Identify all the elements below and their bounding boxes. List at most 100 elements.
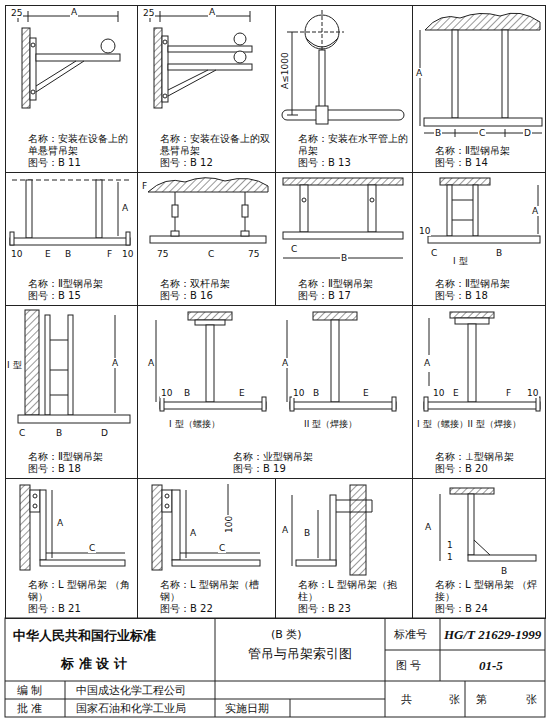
b22-drawing-part <box>172 490 180 560</box>
b20-drawing-part <box>424 402 540 409</box>
caption-block: 名称：安装在水平管上的吊架图号：B 13 <box>276 133 412 169</box>
dimension-label: B <box>55 428 63 438</box>
caption-text: 图号：B 13 <box>298 157 409 169</box>
b14-drawing-part <box>505 129 506 137</box>
title-block-text: 实施日期 <box>224 702 270 715</box>
title-block-text: (B 类) <box>270 628 303 641</box>
caption-text: 名称：Ⅱ型钢吊架 <box>435 278 542 290</box>
caption-text: 图号：B 17 <box>298 290 409 302</box>
b14-drawing-part <box>502 30 508 118</box>
b16-drawing-part <box>148 178 268 192</box>
title-block-text: 图 号 <box>395 659 423 672</box>
dimension-label: B <box>495 248 503 258</box>
drawing-cell: 名称：Ⅱ型钢吊架图号：B 18 <box>5 305 138 479</box>
title-block-text: 标准号 <box>393 628 428 641</box>
b18-type1-drawing-part <box>25 310 39 415</box>
title-block-grid <box>5 618 545 717</box>
b11-drawing-part <box>101 39 115 53</box>
dimension-label: 10 <box>526 388 539 398</box>
b19-drawing-part <box>160 397 164 411</box>
b15-drawing-part <box>96 180 102 238</box>
caption-block: 名称：Ⅱ型钢吊架图号：B 15 <box>6 278 137 302</box>
dimension-label: C <box>207 249 215 259</box>
caption-text: 名称：安装在水平管上的吊架 <box>298 133 409 157</box>
b13-drawing-part <box>316 106 328 124</box>
caption-block: 名称：Ⅱ型钢吊架图号：B 14 <box>413 145 545 169</box>
b23-drawing <box>292 485 372 575</box>
b21-drawing-part <box>40 560 125 566</box>
b11-drawing-part <box>30 38 36 100</box>
drawing-cell: 名称：Ⅱ型钢吊架图号：B 18 <box>412 172 546 306</box>
caption-text: 名称：安装在设备上的双悬臂吊架 <box>160 133 272 157</box>
dimension-label: 10 <box>10 249 23 259</box>
b13-drawing-part <box>282 110 404 120</box>
b24-drawing-part <box>468 555 536 561</box>
b12-drawing-part <box>234 33 246 45</box>
b18-type1-drawing-part <box>45 315 50 415</box>
b15-drawing-part <box>126 232 130 245</box>
dimension-label: B <box>303 528 311 538</box>
b12-drawing-part <box>154 28 162 108</box>
b15-drawing-part <box>118 182 119 236</box>
title-block-text: 共 <box>400 693 413 706</box>
b14-drawing-part <box>455 129 456 137</box>
b19-drawing-part <box>313 312 357 320</box>
b12-drawing-part <box>163 94 167 98</box>
dimension-label: E <box>452 388 460 398</box>
dimension-label: E <box>362 388 370 398</box>
drawing-cell: 名称：Ⅱ型钢吊架图号：B 14 <box>412 5 546 173</box>
b12-drawing <box>150 11 252 108</box>
b20-drawing-part <box>455 318 489 324</box>
drawing-cell: 名称：安装在设备上的双悬臂吊架图号：B 12 <box>137 5 276 173</box>
b21-drawing-part <box>46 553 125 554</box>
b20-drawing <box>424 312 540 411</box>
dimension-label: A <box>189 528 197 538</box>
b15-drawing-part <box>10 238 130 245</box>
b23-drawing-part <box>296 560 336 566</box>
b21-drawing-part <box>20 485 30 570</box>
b19-drawing <box>156 312 396 411</box>
b24-drawing <box>440 488 536 561</box>
b14-drawing-part <box>424 118 542 126</box>
dimension-label: I 型 <box>452 256 469 266</box>
b11-drawing-part <box>28 11 29 22</box>
b22-drawing-part <box>165 494 169 498</box>
b18-drawing-part <box>428 236 540 243</box>
caption-text: 名称：Ⅱ型钢吊架 <box>435 145 542 157</box>
dimension-label: C <box>218 543 226 553</box>
title-block-text: 标 准 设 计 <box>60 656 128 671</box>
dimension-label: 1 <box>446 540 454 550</box>
caption-block: 名称：业型钢吊架图号：B 19 <box>138 451 412 475</box>
drawing-cell: 名称：Ⅱ型钢吊架图号：B 17 <box>275 172 413 306</box>
b14-drawing-part <box>425 13 540 30</box>
b17-drawing-part <box>302 198 306 202</box>
caption-block: 名称：双杆吊架图号：B 16 <box>138 278 275 302</box>
b12-drawing-part <box>250 11 251 22</box>
b13-drawing <box>282 10 404 124</box>
dimension-label: D <box>523 128 532 138</box>
b12-drawing-part <box>234 51 246 63</box>
dimension-label: A <box>424 522 432 532</box>
dimension-label: 75 <box>156 249 169 259</box>
dimension-label: A <box>70 7 78 17</box>
b21-drawing-part <box>40 490 46 560</box>
dimension-label: A <box>147 358 155 368</box>
caption-text: 名称：Ⅱ型钢吊架 <box>28 451 134 463</box>
b24-drawing-part <box>474 540 490 555</box>
b20-drawing-part <box>429 318 430 355</box>
b11-drawing-part <box>36 61 76 86</box>
b18-drawing-part <box>473 185 478 236</box>
dimension-label: A <box>56 518 64 528</box>
dimension-label: 25 <box>142 8 155 18</box>
b18-type1-drawing-part <box>68 315 73 415</box>
dimension-label: I 型 <box>6 360 23 370</box>
b12-drawing-part <box>168 70 216 96</box>
dimension-label: A <box>281 358 289 368</box>
dimension-label: B <box>340 253 348 263</box>
title-block-grid-part <box>385 618 386 717</box>
b22-drawing-part <box>162 490 172 512</box>
b11-drawing-part <box>36 54 120 61</box>
b17-drawing-part <box>283 232 403 239</box>
b13-drawing-part <box>287 115 298 116</box>
